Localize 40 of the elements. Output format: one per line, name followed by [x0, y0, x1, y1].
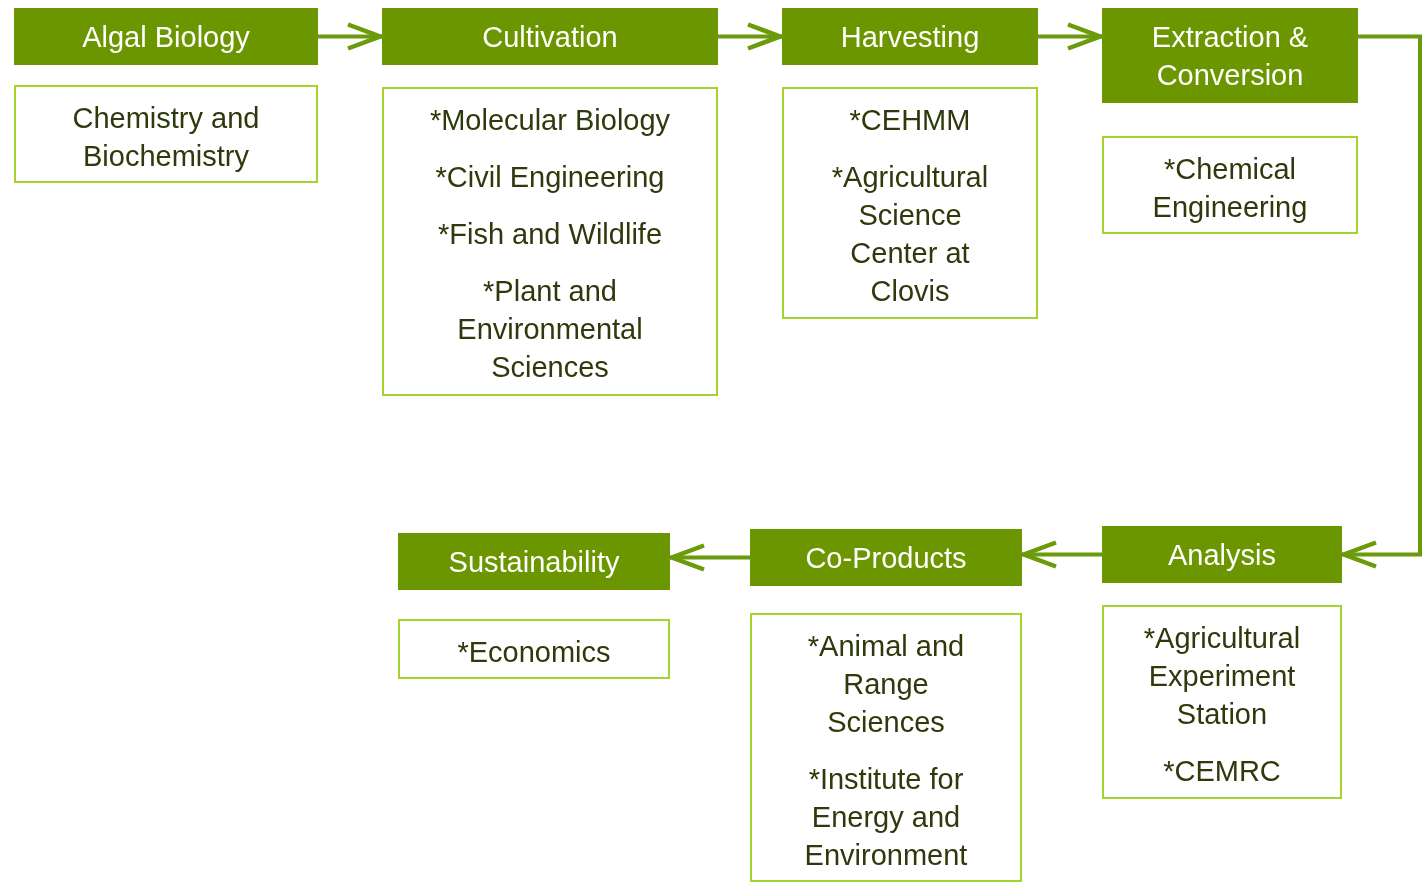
department-name: *Agricultural Experiment Station — [1142, 621, 1302, 732]
stage-title: Algal Biology — [82, 19, 250, 55]
stage-title: Harvesting — [840, 19, 980, 55]
stage-box — [382, 8, 718, 65]
arrow — [718, 22, 783, 51]
stage-title: Extraction & Conversion — [1150, 19, 1310, 93]
stage-box — [750, 529, 1022, 586]
arrow — [669, 543, 750, 572]
department-box — [382, 87, 718, 396]
stage-title: Cultivation — [482, 19, 618, 55]
stage-title: Sustainability — [448, 544, 620, 580]
department-name: Chemistry and Biochemistry — [71, 101, 261, 174]
arrow — [318, 22, 383, 51]
department-name: *Civil Engineering — [435, 160, 665, 195]
stage-box — [398, 533, 670, 590]
department-box — [14, 85, 318, 183]
department-name: *Fish and Wildlife — [438, 217, 662, 252]
stage-title: Co-Products — [805, 540, 967, 576]
department-box — [398, 619, 670, 679]
department-box — [750, 613, 1022, 882]
stage-box — [1102, 526, 1342, 583]
department-name: *Plant and Environmental Sciences — [456, 274, 644, 385]
department-box — [1102, 605, 1342, 799]
department-name: *Animal and Range Sciences — [806, 629, 966, 740]
stage-box — [14, 8, 318, 65]
department-name: *Institute for Energy and Environment — [803, 762, 969, 873]
arrow — [1021, 540, 1102, 569]
department-name: *Economics — [457, 635, 611, 670]
department-box — [782, 87, 1038, 319]
department-name: *CEMRC — [1163, 754, 1281, 789]
stage-box — [1102, 8, 1358, 103]
department-name: *CEHMM — [849, 103, 971, 138]
arrow — [1341, 34, 1422, 569]
stage-title: Analysis — [1168, 537, 1276, 573]
department-box — [1102, 136, 1358, 234]
department-name: *Chemical Engineering — [1151, 152, 1309, 225]
arrow — [1038, 22, 1103, 51]
department-name: *Agricultural Science Center at Clovis — [830, 160, 990, 309]
department-name: *Molecular Biology — [429, 103, 671, 138]
stage-box — [782, 8, 1038, 65]
